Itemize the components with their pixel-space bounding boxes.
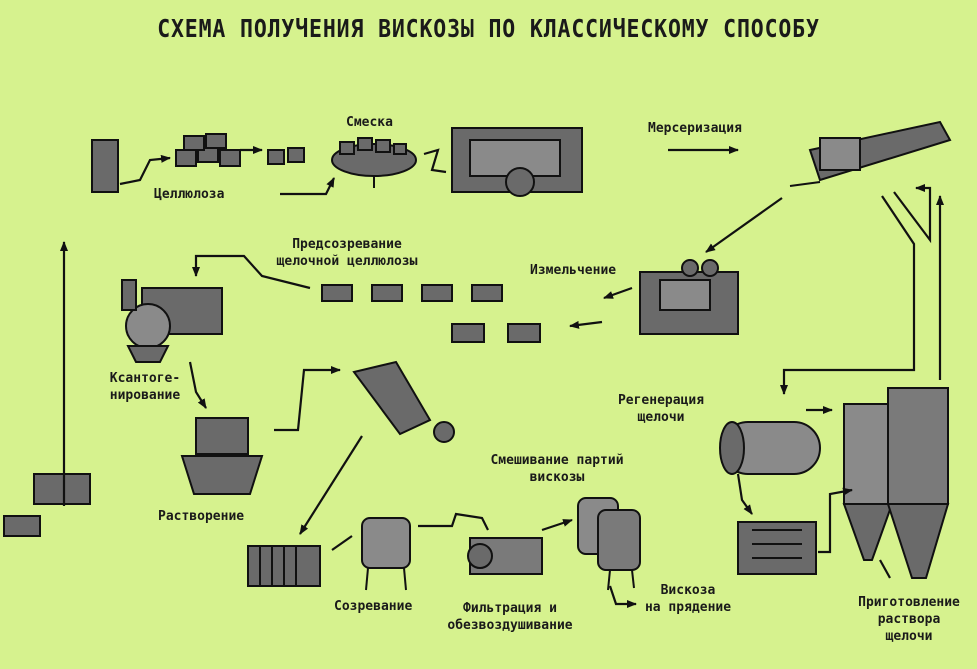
label-pre-ripening-line2: щелочной целлюлозы bbox=[276, 254, 418, 269]
label-filtration: Фильтрация и обезвоздушивание bbox=[430, 600, 590, 634]
label-viscose-out-line1: Вискоза bbox=[660, 583, 716, 598]
label-alkali-regeneration-line2: щелочи bbox=[637, 410, 685, 425]
dissolver bbox=[180, 417, 264, 495]
xanthation-churn bbox=[121, 279, 223, 363]
label-alkali-regeneration-line1: Регенерация bbox=[617, 393, 705, 408]
flow-arrow-6 bbox=[603, 286, 633, 300]
regeneration-drum bbox=[719, 421, 821, 475]
label-xanthation-line1: Ксантоге- bbox=[109, 371, 181, 386]
flow-arrow-11 bbox=[299, 435, 363, 535]
flow-arrow-8 bbox=[192, 254, 311, 290]
flow-arrow-9 bbox=[188, 361, 207, 409]
label-alkali-prep: Приготовление раствора щелочи bbox=[846, 594, 972, 645]
flow-arrow-16 bbox=[818, 487, 853, 554]
filtration-unit bbox=[467, 537, 543, 575]
label-alkali-prep-line3: щелочи bbox=[885, 629, 933, 644]
label-batch-mixing: Смешивание партий вискозы bbox=[462, 452, 652, 486]
alkali-silos bbox=[842, 387, 950, 579]
ripening-tank bbox=[361, 517, 411, 591]
label-filtration-line1: Фильтрация и bbox=[463, 601, 557, 616]
label-dissolution: Растворение bbox=[158, 509, 245, 524]
flow-link-4 bbox=[423, 148, 447, 174]
flow-arrow-3 bbox=[280, 177, 335, 196]
label-batch-mixing-line2: вискозы bbox=[529, 470, 585, 485]
pre-ripening-cans bbox=[321, 284, 541, 343]
viscose-out-arrow bbox=[608, 585, 637, 608]
label-mixing: Смеска bbox=[346, 115, 393, 130]
label-alkali-regeneration: Регенерация щелочи bbox=[606, 392, 716, 426]
label-alkali-prep-line1: Приготовление bbox=[858, 595, 960, 610]
label-cellulose: Целлюлоза bbox=[154, 187, 225, 202]
label-ripening: Созревание bbox=[334, 599, 413, 614]
label-xanthation-line2: нирование bbox=[109, 388, 181, 403]
flow-arrow-7 bbox=[569, 320, 603, 329]
alkali-return-line-1 bbox=[780, 195, 916, 395]
flow-arrow-15 bbox=[736, 473, 753, 515]
flow-link-12 bbox=[331, 535, 353, 551]
flow-arrow-5 bbox=[705, 197, 783, 253]
cellulose-bales bbox=[91, 133, 305, 193]
flow-link-18 bbox=[879, 559, 891, 579]
label-grinding: Измельчение bbox=[530, 263, 617, 278]
flow-arrow-10 bbox=[274, 366, 341, 432]
label-viscose-out: Вискоза на прядение bbox=[628, 582, 748, 616]
filter-press bbox=[247, 545, 321, 587]
grinding-machine bbox=[639, 259, 739, 335]
label-mercerization: Мерсеризация bbox=[648, 121, 742, 136]
flow-arrow-14 bbox=[541, 518, 573, 532]
batch-mixing-tank bbox=[352, 360, 455, 443]
label-pre-ripening-line1: Предсозревание bbox=[292, 237, 402, 252]
bale-stack-left bbox=[3, 473, 91, 537]
flow-arrow-1 bbox=[119, 154, 171, 186]
diagram-title: СХЕМА ПОЛУЧЕНИЯ ВИСКОЗЫ ПО КЛАССИЧЕСКОМУ… bbox=[157, 14, 820, 43]
mercerization-conveyor bbox=[789, 120, 952, 187]
mixing-turntable bbox=[331, 137, 417, 188]
label-pre-ripening: Предсозревание щелочной целлюлозы bbox=[262, 236, 432, 270]
label-alkali-prep-line2: раствора bbox=[877, 612, 941, 627]
label-xanthation: Ксантоге- нирование bbox=[90, 370, 200, 404]
label-batch-mixing-line1: Смешивание партий bbox=[490, 453, 624, 468]
flow-link-13 bbox=[418, 512, 489, 531]
viscose-tanks bbox=[577, 497, 641, 591]
heat-exchanger bbox=[737, 521, 817, 575]
label-viscose-out-line2: на прядение bbox=[644, 600, 732, 615]
mercerization-press bbox=[451, 127, 583, 197]
label-filtration-line2: обезвоздушивание bbox=[447, 618, 573, 633]
alkali-return-line-2 bbox=[893, 184, 932, 244]
